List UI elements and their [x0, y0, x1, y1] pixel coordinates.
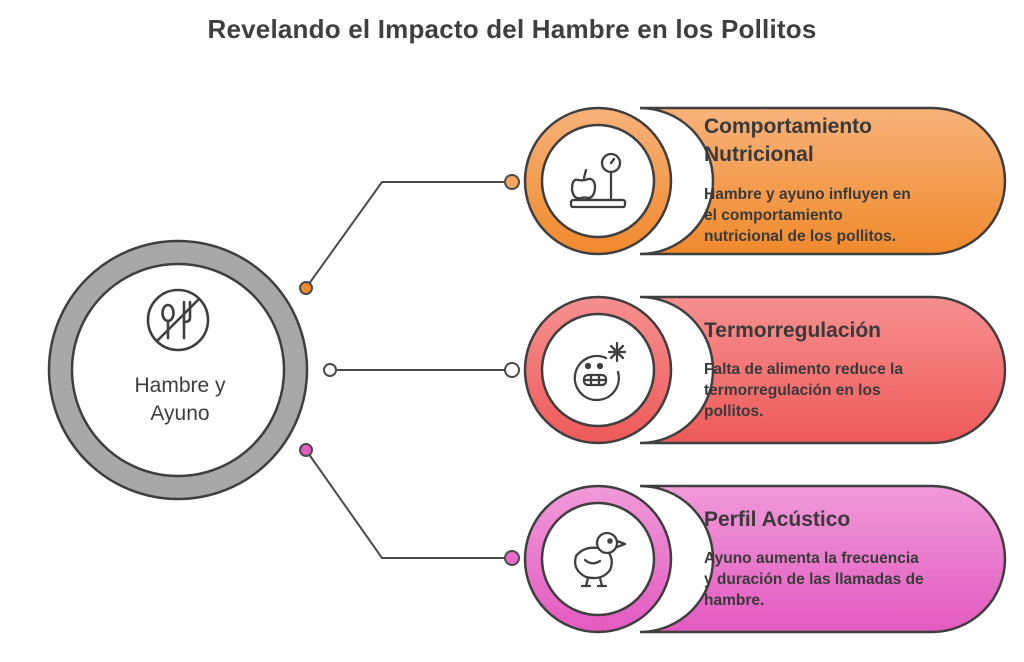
- card-nutricional-title-line1: Comportamiento: [704, 115, 872, 138]
- connector-dot-center-mid: [323, 363, 337, 377]
- connector-dot-center-bottom: [299, 443, 313, 457]
- card-termorregulacion-title: Termorregulación: [704, 317, 881, 345]
- card-nutricional-desc-line1: Hambre y ayuno influyen en: [704, 186, 911, 203]
- card-nutricional: [523, 106, 1007, 256]
- center-node: [47, 239, 309, 501]
- card-termorregulacion: [523, 295, 1007, 445]
- connector-acustico: [305, 449, 512, 559]
- connector-nutricional: [305, 181, 512, 289]
- connector-dot-card-1: [504, 174, 520, 190]
- card-nutricional-title: Comportamiento Nutricional: [704, 113, 872, 169]
- card-acustico-title: Perfil Acústico: [704, 506, 850, 534]
- page-title: Revelando el Impacto del Hambre en los P…: [207, 14, 817, 44]
- card-termorregulacion-desc-line2: termorregulación en los: [704, 382, 881, 399]
- connector-lines: [305, 181, 512, 559]
- freezing-face-icon: [573, 341, 627, 402]
- connector-dot-center-top: [299, 281, 313, 295]
- apple-scale-icon: [569, 152, 627, 209]
- card-termorregulacion-desc-line1: Falta de alimento reduce la: [704, 361, 903, 378]
- card-acustico-desc-line1: Ayuno aumenta la frecuencia: [704, 550, 919, 567]
- connector-dot-card-3: [504, 550, 520, 566]
- card-acustico-desc-line3: hambre.: [704, 592, 765, 609]
- card-nutricional-title-line2: Nutricional: [704, 143, 814, 166]
- card-termorregulacion-desc: Falta de alimento reduce la termorregula…: [704, 359, 903, 422]
- card-acustico: [523, 484, 1007, 634]
- center-label: Hambre y Ayuno: [98, 372, 262, 428]
- center-label-line2: Ayuno: [150, 402, 210, 425]
- center-label-line1: Hambre y: [134, 374, 226, 397]
- chick-icon: [573, 531, 627, 588]
- card-nutricional-desc-line2: el comportamiento: [704, 207, 843, 224]
- card-acustico-title-line1: Perfil Acústico: [704, 508, 851, 531]
- card-nutricional-desc: Hambre y ayuno influyen en el comportami…: [704, 184, 911, 247]
- card-acustico-desc-line2: y duración de las llamadas de: [704, 571, 924, 588]
- card-termorregulacion-title-line1: Termorregulación: [704, 319, 881, 342]
- card-termorregulacion-desc-line3: pollitos.: [704, 403, 764, 420]
- no-eating-icon: [146, 288, 210, 352]
- connector-dot-card-2: [504, 362, 520, 378]
- card-nutricional-desc-line3: nutricional de los pollitos.: [704, 228, 897, 245]
- card-acustico-desc: Ayuno aumenta la frecuencia y duración d…: [704, 548, 924, 611]
